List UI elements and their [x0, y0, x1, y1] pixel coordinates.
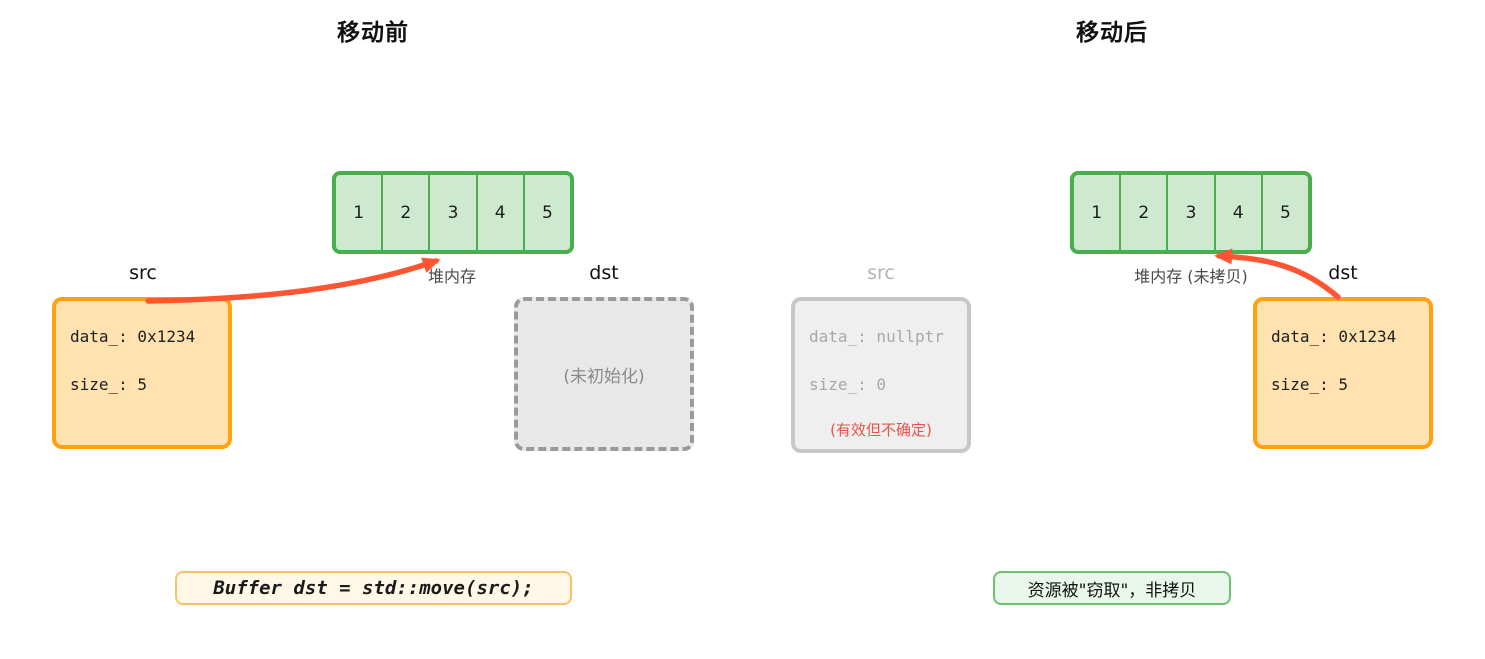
dst-label-after: dst [1328, 262, 1358, 284]
src-field-data: data_: 0x1234 [70, 327, 196, 346]
panel-title-after: 移动后 [1076, 20, 1148, 46]
dst-uninitialized-text: (未初始化) [563, 366, 645, 387]
src-box-before: data_: 0x1234 size_: 5 [52, 297, 232, 449]
array-cell: 4 [478, 175, 525, 250]
panel-title-before: 移动前 [337, 20, 409, 46]
dst-label-before: dst [589, 262, 619, 284]
dst-box-after: data_: 0x1234 size_: 5 [1253, 297, 1433, 449]
src-field-size: size_: 0 [809, 375, 887, 394]
steal-note-box: 资源被"窃取"，非拷贝 [993, 571, 1231, 605]
dst-field-data: data_: 0x1234 [1271, 327, 1397, 346]
array-cell: 1 [336, 175, 384, 250]
array-cell: 5 [1280, 202, 1291, 223]
dst-box-before: (未初始化) [514, 297, 694, 451]
src-field-size: size_: 5 [70, 375, 148, 394]
array-cell: 5 [542, 202, 553, 223]
steal-note-text: 资源被"窃取"，非拷贝 [1027, 580, 1197, 601]
code-text: Buffer dst = std::move(src); [213, 577, 534, 599]
array-cell: 2 [1121, 175, 1169, 250]
dst-field-size: size_: 5 [1271, 375, 1349, 394]
src-box-after: data_: nullptr size_: 0 (有效但不确定) [791, 297, 971, 453]
src-label-after: src [867, 262, 895, 284]
array-cell: 1 [1074, 175, 1122, 250]
array-cell: 3 [1168, 175, 1216, 250]
src-valid-note: (有效但不确定) [830, 421, 932, 439]
array-cell: 2 [383, 175, 431, 250]
src-field-data: data_: nullptr [809, 327, 944, 346]
heap-array-after: 1 2 3 4 5 [1070, 171, 1312, 254]
array-cell: 3 [430, 175, 478, 250]
src-label-before: src [129, 262, 157, 284]
code-box: Buffer dst = std::move(src); [175, 571, 572, 605]
heap-array-before: 1 2 3 4 5 [332, 171, 574, 254]
array-cell: 4 [1216, 175, 1263, 250]
